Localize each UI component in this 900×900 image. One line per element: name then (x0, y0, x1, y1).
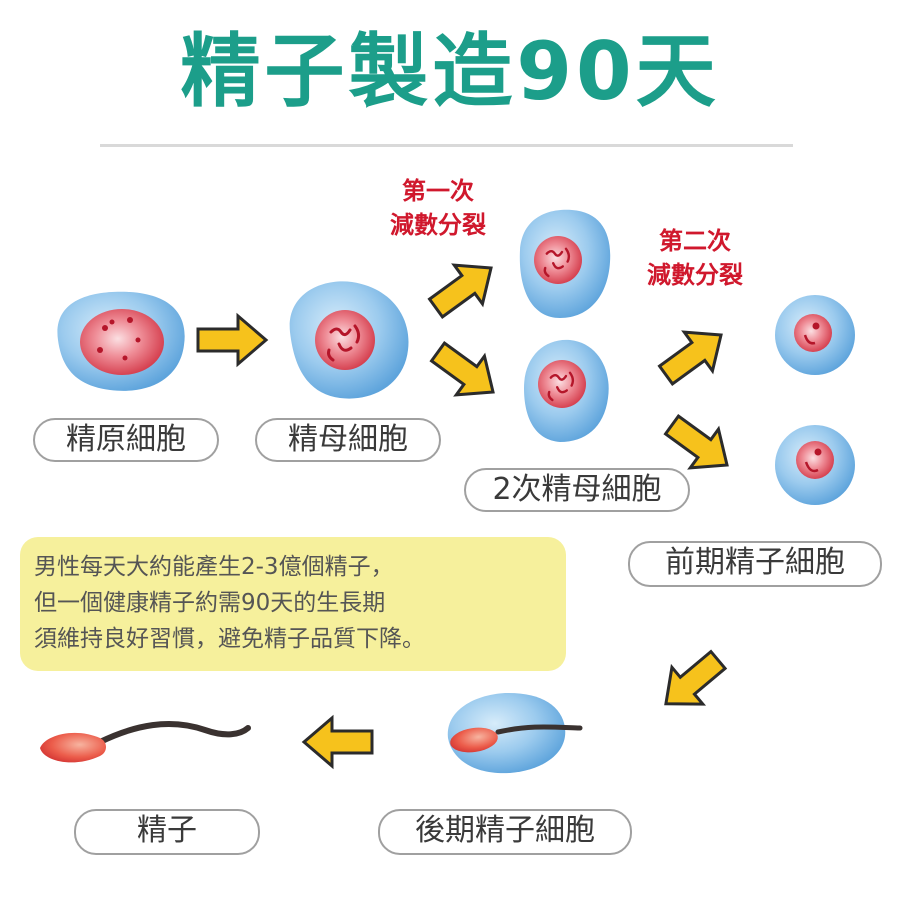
primary-spermatocyte-cell (289, 281, 409, 399)
first-meiosis-line-2: 減數分裂 (390, 211, 486, 239)
sperm-label: 精子 (74, 809, 260, 855)
info-line-1: 男性每天大約能產生2-3億個精子， (34, 554, 394, 580)
arrow-down-left-icon (648, 640, 735, 724)
late-spermatid-cell (447, 692, 583, 774)
secondary-spermatocyte-cell-bottom (524, 339, 609, 442)
title-divider (100, 144, 793, 147)
arrow-right-icon (196, 314, 268, 366)
sperm-cell (40, 721, 251, 763)
info-line-2: 但一個健康精子約需90天的生長期 (34, 590, 386, 616)
arrow-left-icon (302, 716, 374, 768)
spermatogonium-cell (57, 291, 185, 391)
info-line-3: 須維持良好習慣，避免精子品質下降。 (34, 626, 425, 652)
second-meiosis-line-2: 減數分裂 (647, 261, 743, 289)
arrow-down-right-icon (422, 331, 509, 413)
first-meiosis-note: 第一次 減數分裂 (368, 174, 508, 242)
early-spermatid-label: 前期精子細胞 (628, 541, 882, 587)
spermatogonium-label: 精原細胞 (33, 418, 219, 462)
info-box: 男性每天大約能產生2-3億個精子， 但一個健康精子約需90天的生長期 須維持良好… (20, 537, 566, 671)
arrow-up-right-icon (650, 314, 737, 396)
second-meiosis-note: 第二次 減數分裂 (625, 224, 765, 292)
late-spermatid-label: 後期精子細胞 (378, 809, 632, 855)
arrow-up-right-icon (420, 247, 507, 329)
secondary-spermatocyte-cell-top (519, 209, 611, 318)
early-spermatid-cell-top (775, 295, 855, 375)
primary-spermatocyte-label: 精母細胞 (255, 418, 441, 462)
page-title: 精子製造90天 (180, 25, 720, 118)
secondary-spermatocyte-label: 2次精母細胞 (464, 468, 690, 512)
early-spermatid-cell-bottom (775, 425, 855, 505)
first-meiosis-line-1: 第一次 (402, 177, 474, 205)
second-meiosis-line-1: 第二次 (659, 227, 731, 255)
